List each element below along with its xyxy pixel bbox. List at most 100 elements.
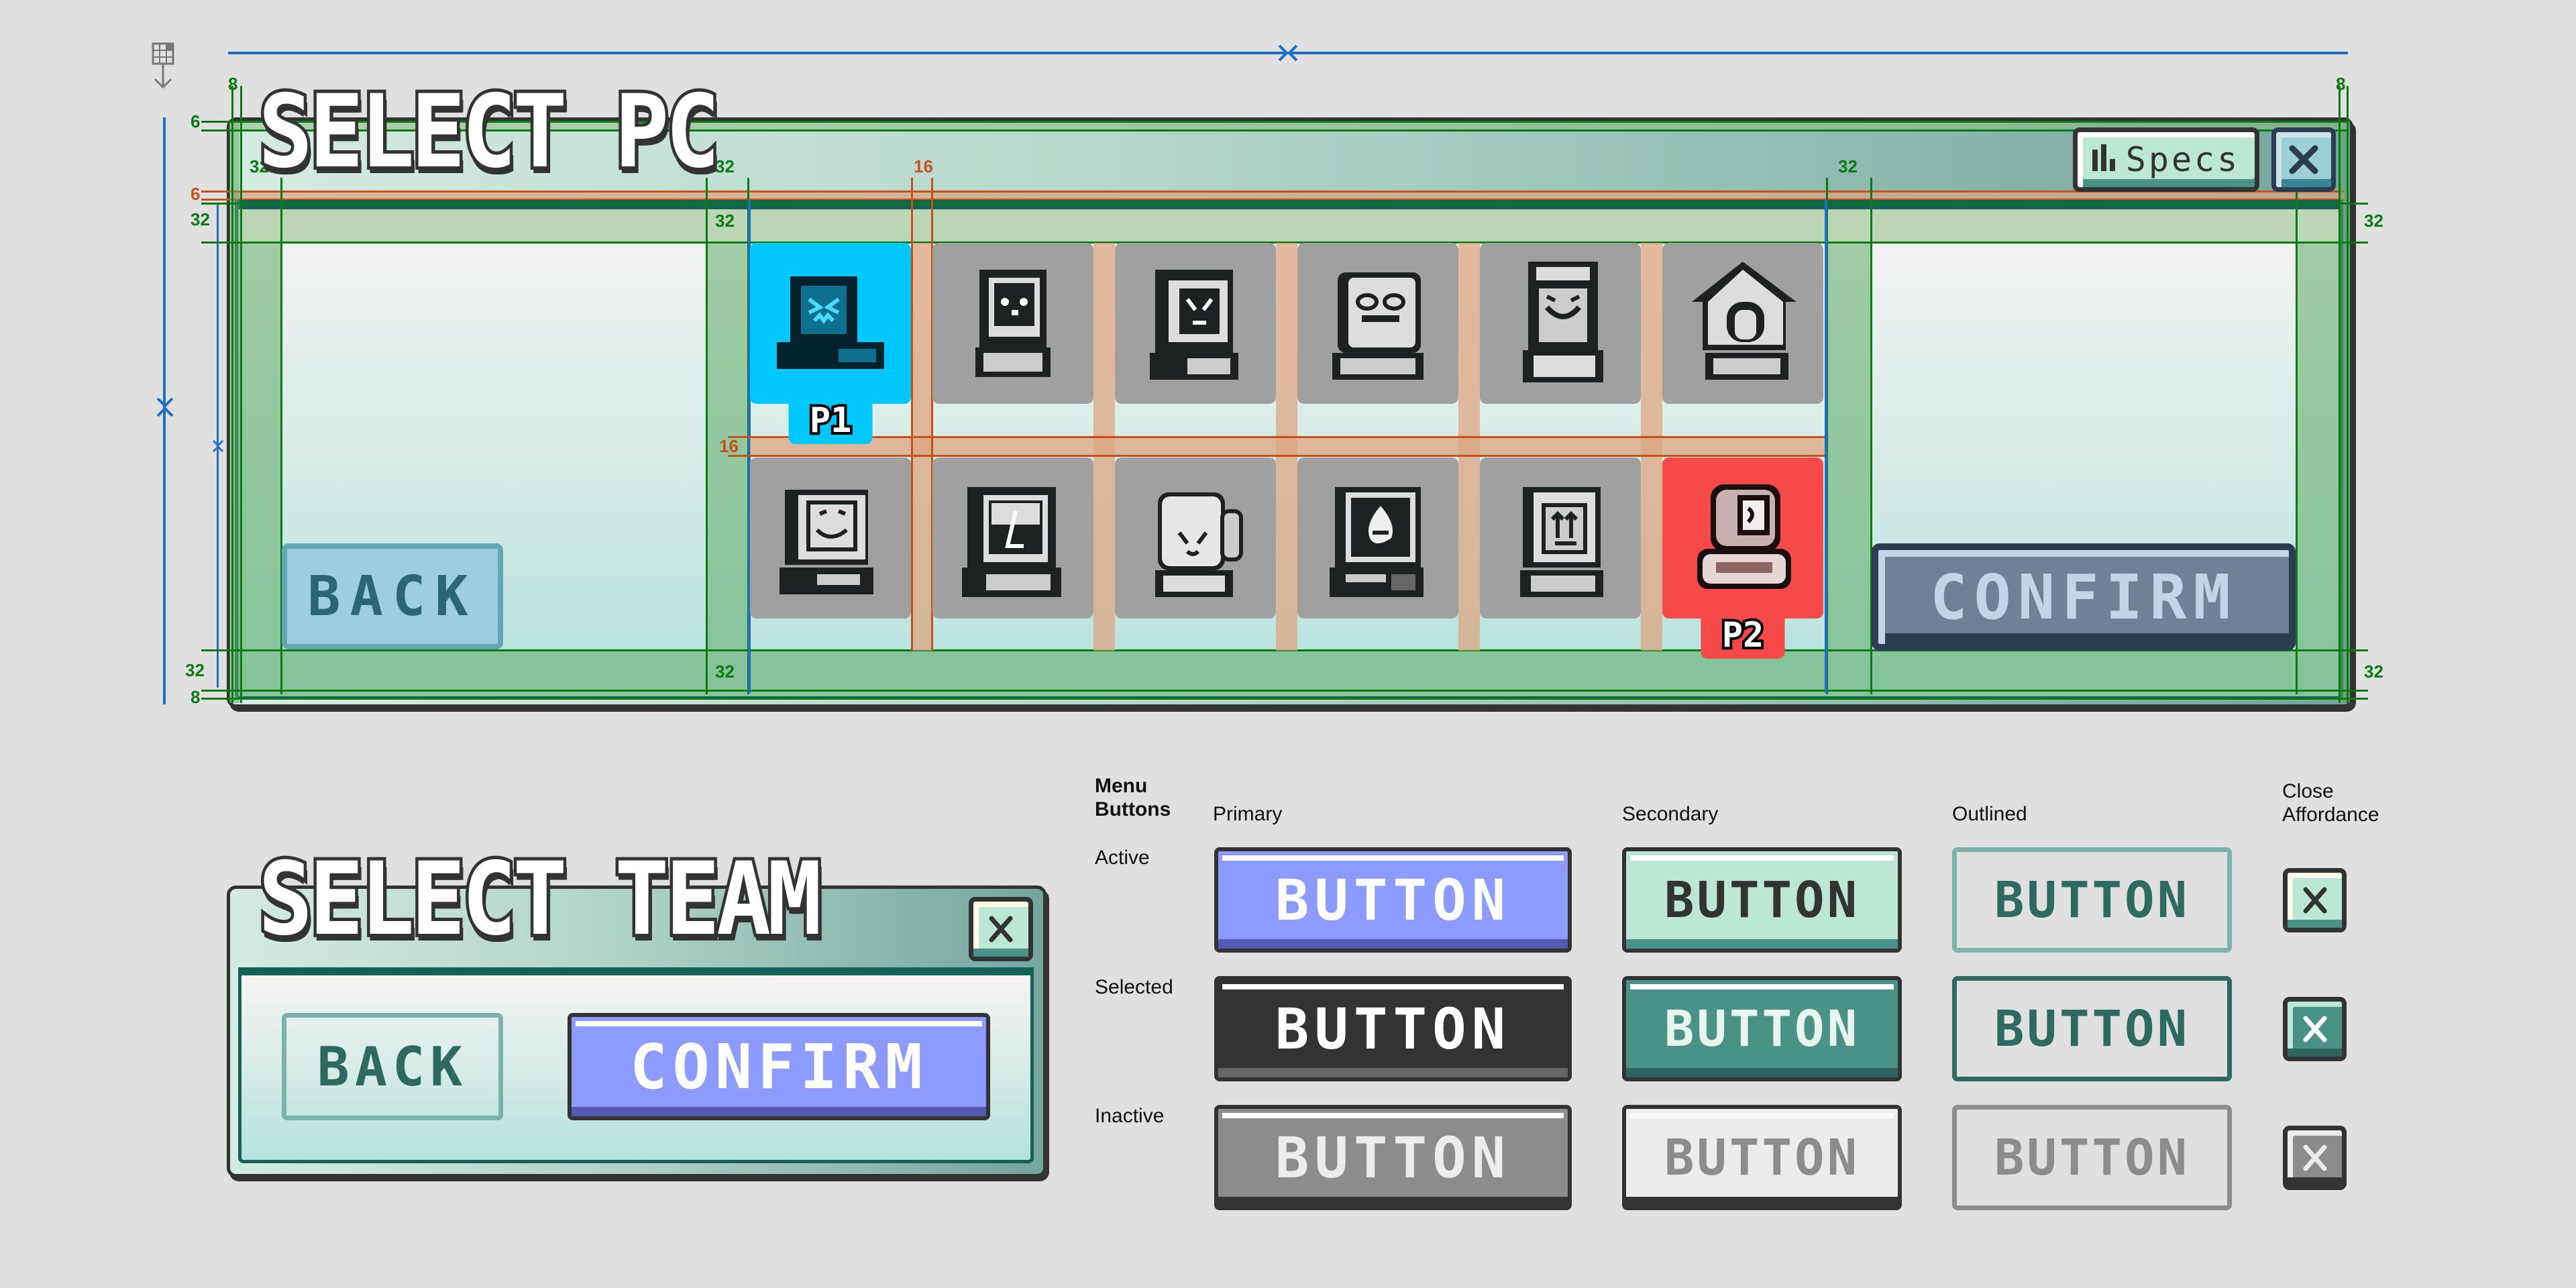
pc-flame-face-icon — [1330, 487, 1424, 597]
label-col-pad-32-b: 32 — [715, 156, 735, 176]
pc-spiky-blob-icon — [1155, 492, 1243, 597]
grid-bound-right — [1825, 200, 1827, 693]
label-bottom-8: 8 — [191, 687, 201, 707]
close-inactive-button[interactable] — [2283, 1126, 2347, 1190]
guide-row-inactive: Inactive — [1095, 1105, 1165, 1127]
pc-cell-flame-face[interactable] — [1297, 458, 1458, 619]
guide-v — [240, 86, 242, 703]
guide-section-title: Menu Buttons — [1095, 775, 1171, 821]
pc-big-eyes-icon — [1332, 272, 1424, 380]
primary-inactive-button[interactable]: BUTTON — [1214, 1105, 1572, 1210]
guide-col-outlined: Outlined — [1952, 803, 2027, 825]
guide-v — [231, 86, 233, 703]
outlined-selected-button[interactable]: BUTTON — [1952, 976, 2232, 1081]
pc-cell-spiky-blob[interactable] — [1115, 458, 1276, 619]
guide-col-close: Close Affordance — [2282, 780, 2379, 826]
guide-title-line1: Menu — [1095, 775, 1148, 797]
close-active-button[interactable] — [2283, 868, 2347, 932]
guide-col-primary: Primary — [1213, 803, 1283, 825]
close-button[interactable] — [2271, 127, 2336, 192]
p1-tag: P1 — [788, 397, 873, 444]
left-column-right-padding — [706, 243, 748, 651]
secondary-active-button[interactable]: BUTTON — [1622, 847, 1902, 953]
frame-top-edge — [229, 121, 2349, 129]
guide-col-secondary: Secondary — [1622, 803, 1719, 825]
button-label: BUTTON — [1994, 871, 2190, 929]
guide-row-active: Active — [1095, 847, 1150, 869]
secondary-selected-button[interactable]: BUTTON — [1622, 976, 1902, 1081]
body-height-marker-icon — [212, 439, 224, 455]
width-measure-marker-icon — [1278, 44, 1298, 64]
header-gap-line-bottom — [201, 199, 2345, 201]
select-team-title: SELECT TEAM — [255, 841, 824, 958]
label-inner-pad-32-a: 32 — [715, 211, 735, 231]
label-row-gap-16: 16 — [719, 436, 739, 456]
team-confirm-button[interactable]: CONFIRM — [568, 1013, 990, 1120]
confirm-button[interactable]: CONFIRM — [1872, 543, 2296, 651]
guide-h — [201, 241, 2368, 244]
pc-cell-arcade-grin[interactable] — [1480, 243, 1641, 404]
button-label: BUTTON — [1664, 1128, 1860, 1187]
pc-angry-boxy-icon — [1150, 270, 1238, 380]
pc-cell-pink-bot[interactable]: P2 — [1662, 458, 1823, 659]
primary-selected-button[interactable]: BUTTON — [1214, 976, 1572, 1081]
guide-v — [2296, 178, 2298, 694]
pc-cell-angry-boxy[interactable] — [1115, 243, 1276, 404]
close-icon — [2303, 1144, 2326, 1171]
team-back-button[interactable]: BACK — [282, 1013, 503, 1120]
label-right-pad-32-bottom: 32 — [2364, 661, 2383, 682]
grid-download-icon — [151, 42, 175, 90]
outlined-active-button[interactable]: BUTTON — [1952, 847, 2232, 953]
label-frame-8-right: 8 — [2336, 74, 2346, 94]
guide-close-line2: Affordance — [2282, 803, 2379, 826]
left-column-left-padding — [238, 243, 280, 651]
right-column-left-padding — [1826, 243, 1871, 651]
row-gap-line-bottom — [728, 455, 1825, 457]
label-bottom-pad-32: 32 — [185, 660, 205, 680]
close-selected-button[interactable] — [2283, 997, 2347, 1061]
outlined-inactive-button[interactable]: BUTTON — [1952, 1105, 2232, 1210]
button-label: BUTTON — [1275, 996, 1511, 1062]
specs-label: Specs — [2125, 140, 2241, 179]
p2-tag: P2 — [1701, 612, 1785, 659]
pc-cell-big-eyes[interactable] — [1297, 243, 1458, 404]
guide-h — [201, 121, 2348, 123]
back-button[interactable]: BACK — [282, 543, 503, 649]
label-inner-pad-32-b: 32 — [715, 661, 735, 682]
guide-h — [201, 690, 2368, 692]
pc-doghouse-icon — [1692, 262, 1796, 380]
pc-triangle-screen-icon — [962, 487, 1061, 597]
col-gap-line-b — [931, 178, 933, 651]
pc-cell-happy-face[interactable] — [750, 458, 911, 619]
specs-button[interactable]: Specs — [2073, 127, 2259, 192]
guide-h — [201, 698, 2368, 700]
primary-active-button[interactable]: BUTTON — [1214, 847, 1572, 953]
guide-row-selected: Selected — [1095, 976, 1173, 998]
guide-v — [2339, 86, 2341, 703]
pc-cell-triangle-screen[interactable] — [932, 458, 1093, 619]
height-measure-marker-icon — [156, 397, 174, 420]
header-gap-band — [231, 191, 2345, 200]
pc-cell-smiley-tower[interactable] — [932, 243, 1093, 404]
close-icon — [2303, 887, 2326, 914]
guide-v — [280, 178, 282, 694]
pc-cell-doghouse[interactable] — [1662, 243, 1823, 404]
select-team-close-button[interactable] — [969, 897, 1033, 961]
pc-arcade-grin-icon — [1523, 262, 1603, 382]
body-bottom-padding — [238, 651, 2340, 696]
label-col-pad-32-c: 32 — [1838, 156, 1858, 176]
team-confirm-label: CONFIRM — [630, 1030, 928, 1103]
guide-h — [201, 129, 2348, 131]
guide-close-line1: Close — [2282, 780, 2334, 802]
pc-cell-angry-retro[interactable]: P1 — [750, 243, 911, 444]
confirm-button-label: CONFIRM — [1930, 561, 2237, 633]
button-label: BUTTON — [1275, 1124, 1511, 1191]
grid-row-gap — [750, 436, 1825, 456]
pc-cell-up-arrows[interactable] — [1480, 458, 1641, 619]
label-col-pad-32-a: 32 — [250, 156, 269, 176]
secondary-inactive-button[interactable]: BUTTON — [1622, 1105, 1902, 1210]
close-icon — [2289, 145, 2318, 174]
label-col-gap-16: 16 — [914, 156, 933, 176]
label-right-pad-32-top: 32 — [2364, 211, 2383, 231]
select-pc-title: SELECT PC — [256, 74, 723, 191]
